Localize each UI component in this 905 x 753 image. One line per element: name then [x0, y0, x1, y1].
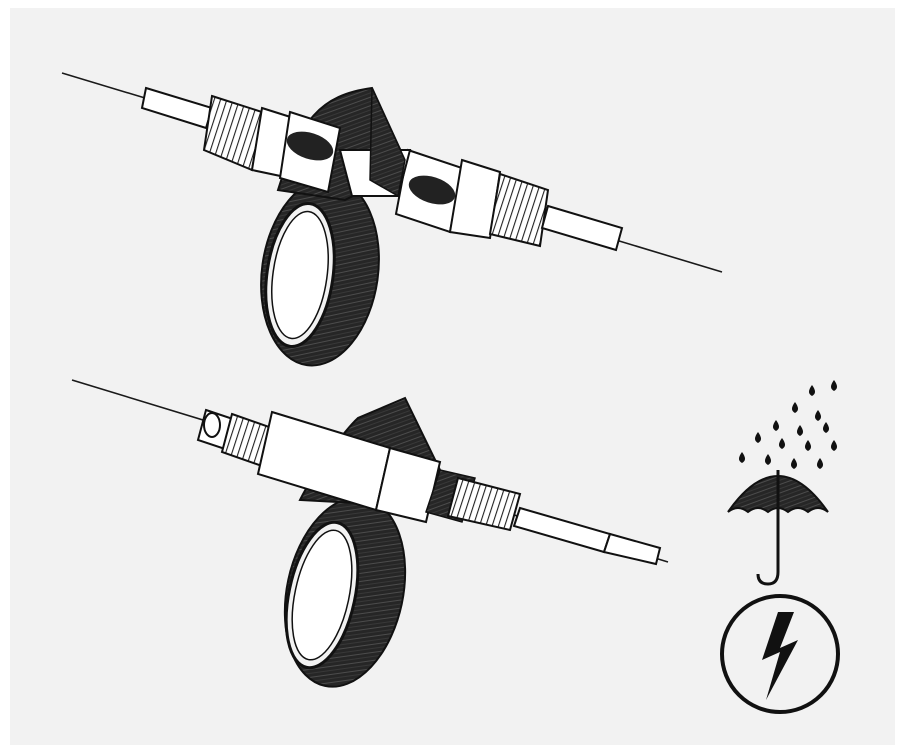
left-connector [142, 88, 340, 192]
lightning-icon [722, 596, 838, 712]
rain-umbrella-icon [728, 380, 837, 584]
bnc-connector-illustration [72, 380, 668, 698]
rain-drops [739, 380, 837, 469]
right-connector [396, 150, 622, 250]
connector-pair-illustration [62, 73, 722, 373]
